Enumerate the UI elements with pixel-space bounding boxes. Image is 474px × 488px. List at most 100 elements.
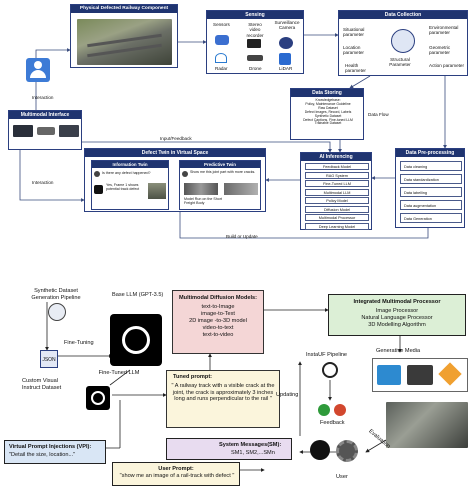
chatbot-icon [94, 185, 103, 194]
user-interaction-icon [26, 58, 50, 82]
storing-row: Defect Captions, Fine-tuned LLM [303, 117, 353, 122]
radar-label: Radar [215, 66, 228, 71]
image-media-icon [377, 365, 401, 385]
inference-item: Multimodal LLM [305, 188, 369, 196]
multimodal-interface-title: Multimodal Interface [9, 111, 81, 119]
user-prompt-title: User Prompt: [158, 466, 194, 472]
3d-model-image [184, 183, 218, 195]
build-update-label: Build or Update [226, 234, 258, 239]
feedback-label: Feedback [320, 420, 345, 426]
generative-media-label: Generative Media [376, 348, 421, 354]
system-messages-text: SM1, SM2,...SMn [231, 450, 275, 456]
surveillance-label: Surveillance Camera [274, 20, 300, 31]
processor-line: 3D Modelling Algorithm [368, 322, 426, 328]
diffusion-line: video-to-text [202, 325, 234, 331]
predictive-twin-box: Predictive Twin Show me this joint part … [179, 160, 261, 210]
base-llm-label: Base LLM (GPT-3.5) [112, 292, 164, 298]
vr-headset-icon [37, 127, 55, 135]
processor-line: Image Processor [375, 308, 419, 314]
information-twin-title: Information Twin [92, 161, 168, 169]
defect-twin-box: Defect Twin in Virtual Space Information… [84, 148, 266, 212]
system-messages-title: System Messages(SM): [219, 442, 282, 448]
inference-item: RAG System [305, 171, 369, 179]
diffusion-title: Multimodal Diffusion Models: [179, 295, 257, 301]
structural-param: Structural Parameter [389, 57, 411, 68]
diffusion-line: text-to-Image [201, 304, 235, 310]
processor-title: Integrated Multimodal Processor [353, 299, 441, 305]
preproc-item: Data labelling [400, 187, 462, 197]
preproc-item: Data augmentation [400, 200, 462, 210]
instauf-cycle-icon [322, 362, 338, 378]
interaction-label-bottom: Interaction [32, 180, 54, 185]
ai-inferencing-title: AI Inferencing [301, 153, 371, 161]
updating-label: Updating [276, 392, 299, 398]
user-prompt-text: "show me an image of a rail-track with d… [119, 473, 235, 479]
railway-photo [77, 19, 172, 65]
json-file-icon: JSON [40, 350, 58, 368]
data-storing-box: Data Storing Knowledgebase: Policy, Main… [290, 88, 364, 140]
information-twin-box: Information Twin Is there any defect hap… [91, 160, 169, 210]
diffusion-line: text-to-video [202, 332, 234, 338]
user-avatar-icon [182, 171, 188, 177]
user-icon [310, 440, 330, 460]
track-frame-image [148, 183, 166, 199]
storing-row: Defect Images, Record, Labels [304, 109, 352, 114]
tuned-prompt-text: " A railway track with a visible crack a… [171, 383, 275, 403]
tuned-prompt-title: Tuned prompt: [173, 374, 213, 380]
openai-logo-icon [110, 314, 162, 366]
location-param: Location parameter [343, 45, 364, 56]
data-collection-box: Data Collection Situational parameter En… [338, 10, 468, 76]
preproc-item: Data standardization [400, 174, 462, 184]
radar-icon [215, 53, 227, 63]
user-prompt-box: User Prompt: "show me an image of a rail… [112, 462, 240, 486]
synthetic-pipeline-label: Synthetic Dataset Generation Pipeline [31, 288, 81, 301]
generated-rail-image [386, 402, 468, 448]
storing-row: Synthetic Dataset [314, 113, 342, 118]
data-flow-label: Data Flow [368, 112, 389, 117]
data-collection-title: Data Collection [339, 11, 467, 19]
info-answer: Yes, Frame 1 shows potential track defec… [106, 183, 140, 192]
fine-tuning-label: Fine-Tuning [64, 340, 94, 346]
custom-dataset-label: Custom Visual Instruct Dataset [22, 378, 62, 391]
system-messages-box: System Messages(SM): SM1, SM2,...SMn [166, 438, 292, 460]
predictive-twin-title: Predictive Twin [180, 161, 260, 169]
tuned-prompt-box: Tuned prompt: " A railway track with a v… [166, 370, 280, 428]
geometric-param: Geometric parameter [429, 45, 451, 56]
lidar-label: LiDAR [279, 66, 293, 71]
storing-row: Raw Dataset [318, 105, 338, 110]
data-storing-title: Data Storing [291, 89, 363, 97]
thumbs-down-icon [334, 404, 346, 416]
collection-hub-icon [391, 29, 415, 53]
diffusion-line: 2D image -to-3D model [189, 318, 247, 324]
sensing-title: Sensing [207, 11, 303, 19]
storing-row: Knowledgebase: [315, 98, 341, 102]
video-media-icon [407, 365, 433, 385]
situational-param: Situational parameter [343, 27, 365, 38]
inference-item: Diffusion Model [305, 205, 369, 213]
preproc-item: Data Generation [400, 213, 462, 223]
vpi-title: Virtual Prompt Injections (VPI): [9, 444, 92, 450]
inference-item: Multimodal Processor [305, 214, 369, 221]
defect-twin-title: Defect Twin in Virtual Space [85, 149, 265, 157]
user-avatar-icon [94, 171, 100, 177]
vpi-box: Virtual Prompt Injections (VPI): "Detail… [4, 440, 106, 464]
data-preprocessing-title: Data Pre-processing [396, 149, 464, 157]
drone-label: Drone [249, 66, 262, 71]
processor-line: Natural Language Processor [361, 315, 433, 321]
ai-inferencing-box: AI Inferencing Feedback Model RAG System… [300, 152, 372, 230]
gear-icon [336, 440, 358, 462]
3d-model-icon [438, 362, 462, 386]
integrated-processor-box: Integrated Multimodal Processor Image Pr… [328, 294, 466, 336]
sensing-box: Sensing Sensors Stereo video recorder Su… [206, 10, 304, 74]
user-label: User [336, 474, 348, 480]
input-feedback-label: Input/Feedback [160, 136, 192, 141]
data-preprocessing-box: Data Pre-processing Data cleaning Data s… [395, 148, 465, 228]
freight-body-image [224, 183, 258, 195]
info-question: Is there any defect happened? [102, 171, 151, 175]
sensors-label: Sensors [213, 22, 230, 27]
pred-answer: Model Run on the Short Freight Body [184, 197, 222, 206]
physical-component-box: Physical Defected Railway Component [70, 4, 178, 68]
physical-component-title: Physical Defected Railway Component [71, 5, 177, 13]
thumbs-up-icon [318, 404, 330, 416]
